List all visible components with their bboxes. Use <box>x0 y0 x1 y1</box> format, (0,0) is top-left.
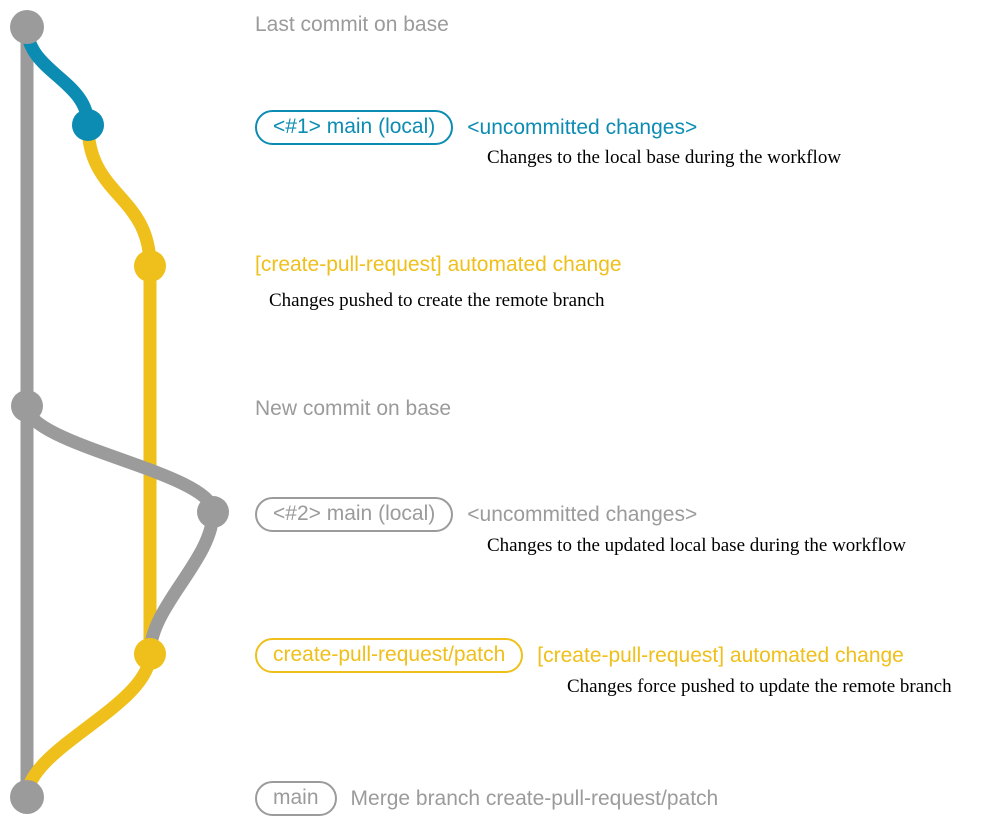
entry-title: [create-pull-request] automated change <box>255 253 622 276</box>
entry-title: <uncommitted changes> <box>467 116 698 139</box>
commit-node-base-new[interactable] <box>11 390 43 422</box>
edge-base-new-to-local-2 <box>20 399 220 519</box>
entry-title: Merge branch create-pull-request/patch <box>350 787 719 810</box>
entry-title: New commit on base <box>255 397 452 420</box>
commit-node-patch-1[interactable] <box>134 250 166 282</box>
ref-pill-main[interactable]: main <box>255 781 337 816</box>
entry-subject-automated-change-1: Changes pushed to create the remote bran… <box>269 290 605 311</box>
entry-subject-automated-change-2: Changes force pushed to update the remot… <box>567 676 952 697</box>
ref-pill-create-pull-request-patch[interactable]: create-pull-request/patch <box>255 638 524 673</box>
entry-merge-commit: main Merge branch create-pull-request/pa… <box>255 781 718 816</box>
edge-local-1-to-patch-1 <box>81 118 157 273</box>
ref-pill-local-2[interactable]: <#2> main (local) <box>255 497 454 532</box>
entry-last-commit-on-base: Last commit on base <box>255 14 449 35</box>
edge-local-2-to-patch-2 <box>143 505 220 661</box>
entry-local-change-1: <#1> main (local) <uncommitted changes> <box>255 110 697 145</box>
edge-patch-2-to-merge <box>20 647 157 804</box>
commit-node-local-2[interactable] <box>197 496 229 528</box>
commit-graph <box>10 10 229 814</box>
commit-node-patch-2[interactable] <box>134 638 166 670</box>
commit-node-base-merge[interactable] <box>10 780 44 814</box>
entry-automated-change-2: create-pull-request/patch [create-pull-r… <box>255 638 904 673</box>
entry-title: <uncommitted changes> <box>467 503 698 526</box>
entry-title: [create-pull-request] automated change <box>537 644 904 667</box>
ref-pill-local-1[interactable]: <#1> main (local) <box>255 110 454 145</box>
entry-automated-change-1: [create-pull-request] automated change <box>255 254 622 275</box>
entry-new-commit-on-base: New commit on base <box>255 398 451 419</box>
entry-title: Last commit on base <box>255 13 449 36</box>
commit-node-local-1[interactable] <box>72 109 104 141</box>
edge-base-to-local-1 <box>20 20 95 132</box>
entry-local-change-2: <#2> main (local) <uncommitted changes> <box>255 497 697 532</box>
entry-subject-local-change-1: Changes to the local base during the wor… <box>487 147 842 168</box>
entry-subject-local-change-2: Changes to the updated local base during… <box>487 535 906 556</box>
commit-node-base-last[interactable] <box>10 10 44 44</box>
